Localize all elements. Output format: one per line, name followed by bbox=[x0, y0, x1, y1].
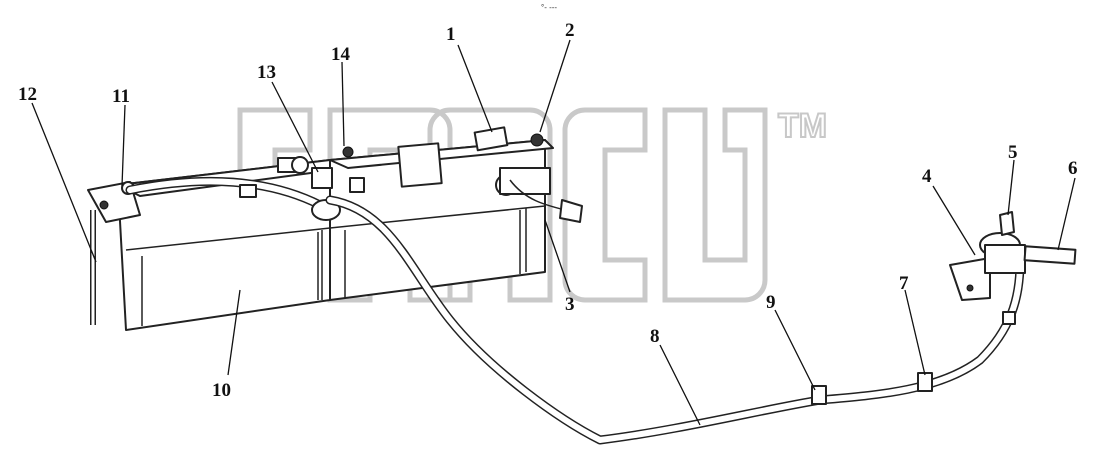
leader-lines bbox=[31, 39, 1076, 426]
ground-lead bbox=[509, 179, 583, 223]
callout-14: 14 bbox=[331, 44, 351, 65]
cable-clips bbox=[811, 311, 1016, 405]
callout-2: 2 bbox=[565, 20, 575, 41]
main-cable bbox=[325, 195, 1025, 445]
callout-6: 6 bbox=[1068, 158, 1078, 179]
terminal-clamps bbox=[277, 126, 551, 196]
callout-1: 1 bbox=[446, 24, 456, 45]
battery-switch-assembly bbox=[949, 211, 1077, 301]
callout-11: 11 bbox=[112, 86, 130, 107]
callout-7: 7 bbox=[899, 273, 909, 294]
callout-10: 10 bbox=[212, 380, 231, 401]
callout-3: 3 bbox=[565, 294, 575, 315]
callout-labels: 1 2 3 4 5 6 7 8 9 10 11 12 13 14 bbox=[18, 20, 1078, 401]
battery-right bbox=[329, 139, 554, 301]
callout-4: 4 bbox=[922, 166, 932, 187]
callout-5: 5 bbox=[1008, 142, 1018, 163]
callout-12: 12 bbox=[18, 84, 37, 105]
trademark-symbol: TM bbox=[778, 107, 827, 145]
callout-13: 13 bbox=[257, 62, 276, 83]
corner-caption: °- --- bbox=[541, 3, 557, 12]
callout-8: 8 bbox=[650, 326, 660, 347]
callout-9: 9 bbox=[766, 292, 776, 313]
